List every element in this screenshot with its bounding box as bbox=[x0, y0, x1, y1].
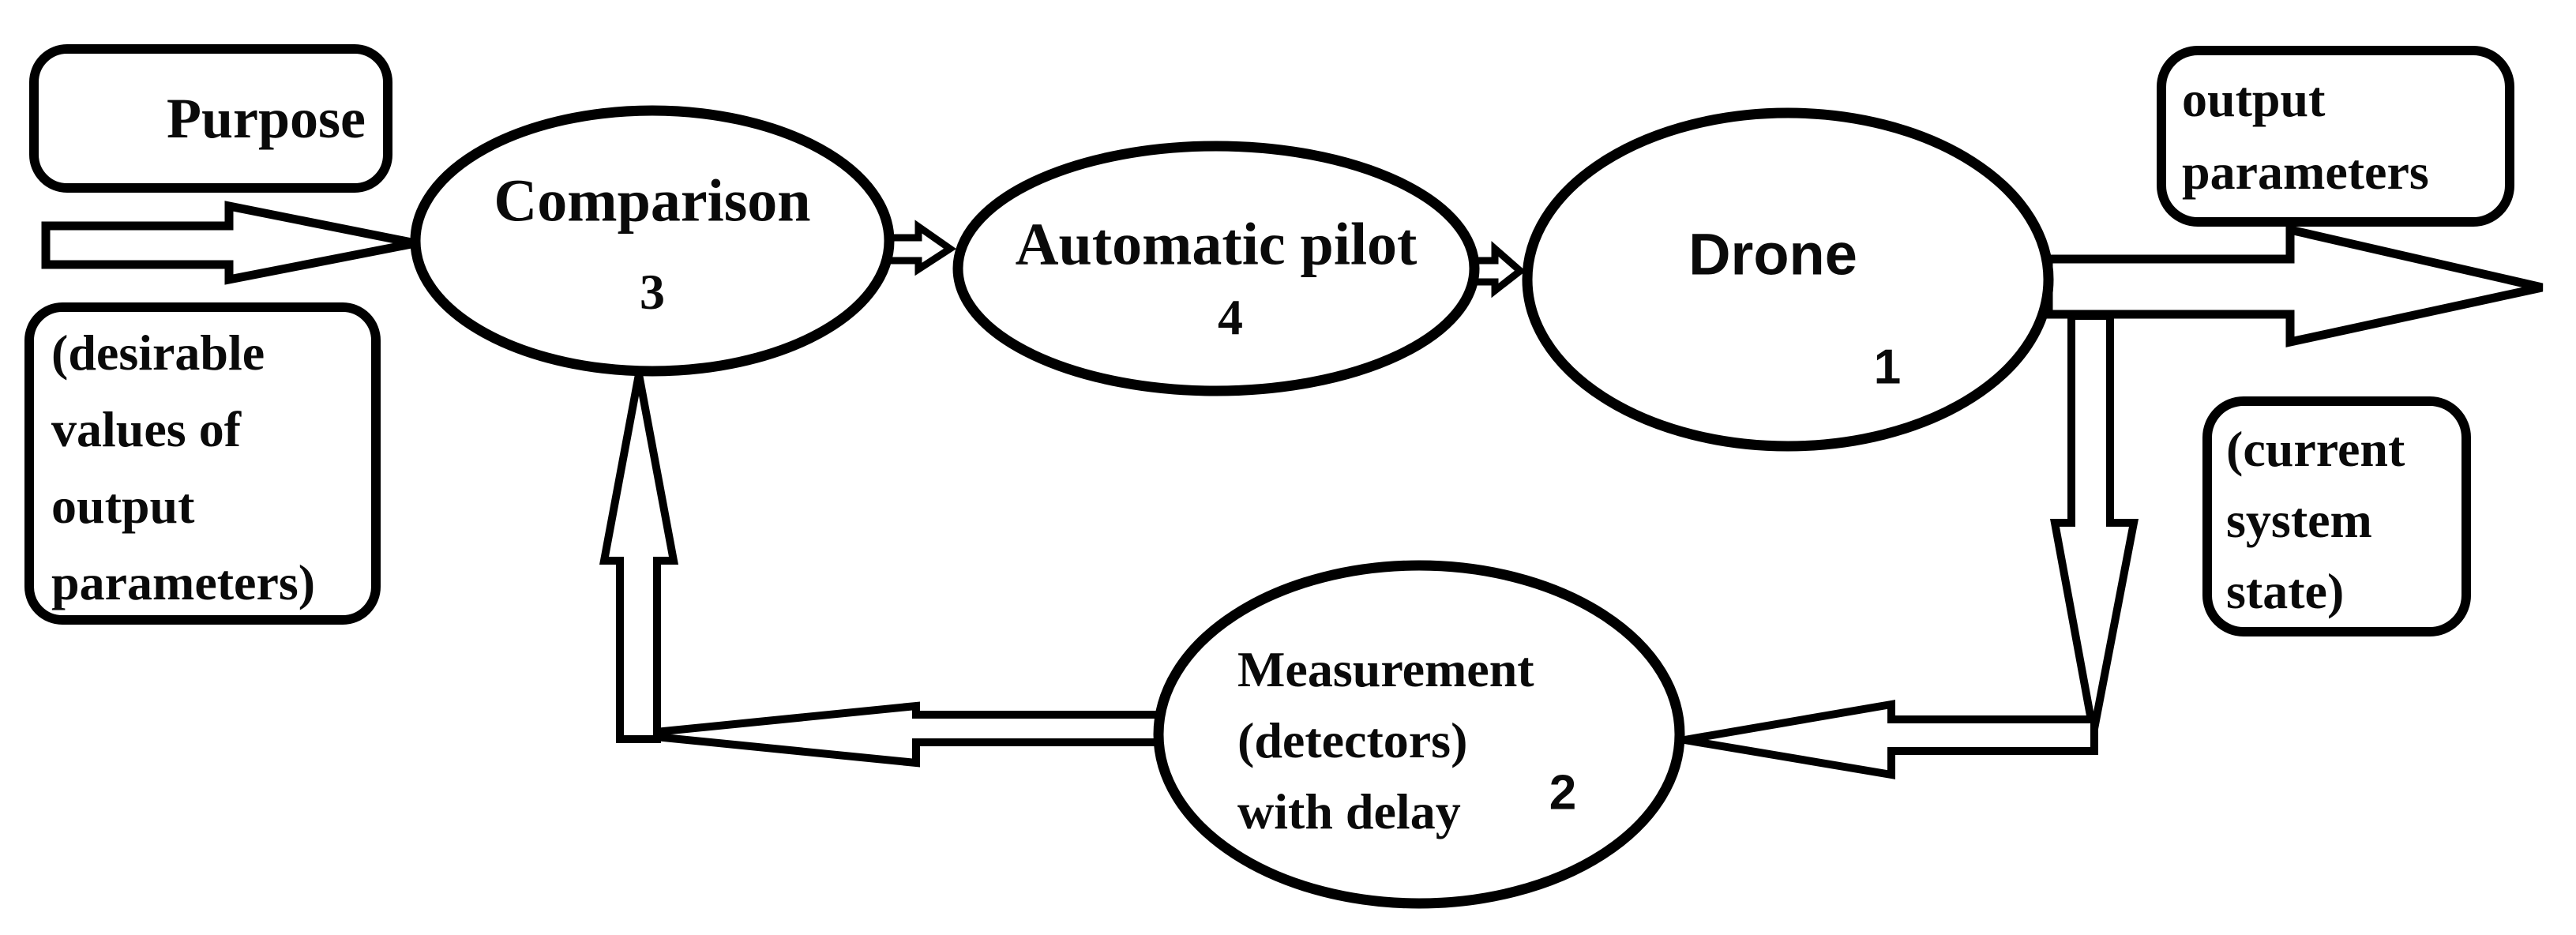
output-parameters-box bbox=[2157, 46, 2514, 227]
desirable-line-3: output bbox=[51, 478, 195, 534]
current-state-line-2: system bbox=[2226, 492, 2372, 548]
arrow-junction-to-measurement bbox=[1684, 700, 2098, 779]
comparison-label: Comparison bbox=[494, 167, 811, 235]
arrow-autopilot-to-drone bbox=[1470, 241, 1526, 299]
measurement-node bbox=[1153, 560, 1685, 909]
desirable-values-label: (desirable values of output parameters) bbox=[51, 314, 315, 621]
measurement-number: 2 bbox=[1549, 765, 1577, 820]
current-state-line-1: (current bbox=[2226, 421, 2405, 477]
measurement-label: Measurement (detectors) with delay bbox=[1237, 634, 1534, 847]
output-parameters-line-2: parameters bbox=[2182, 144, 2429, 200]
arrow-up-to-comparison bbox=[599, 374, 679, 743]
autopilot-node bbox=[952, 141, 1480, 396]
current-system-state-label: (current system state) bbox=[2226, 414, 2405, 627]
purpose-box bbox=[29, 44, 392, 193]
arrow-measurement-to-corner bbox=[631, 701, 1162, 768]
desirable-line-2: values of bbox=[51, 401, 241, 457]
drone-node bbox=[1522, 107, 2054, 452]
arrow-drone-output bbox=[2044, 224, 2544, 347]
desirable-values-box bbox=[24, 302, 381, 625]
arrow-comparison-to-autopilot bbox=[882, 220, 957, 276]
autopilot-label: Automatic pilot bbox=[1015, 211, 1418, 278]
current-system-state-box bbox=[2202, 396, 2471, 636]
drone-label: Drone bbox=[1688, 221, 1857, 287]
comparison-node bbox=[410, 105, 895, 377]
measurement-line-3: with delay bbox=[1237, 783, 1461, 839]
arrow-down-from-output bbox=[2049, 312, 2139, 734]
measurement-line-2: (detectors) bbox=[1237, 712, 1468, 768]
desirable-line-1: (desirable bbox=[51, 325, 265, 381]
comparison-number: 3 bbox=[640, 264, 665, 320]
current-state-line-3: state) bbox=[2226, 563, 2345, 619]
autopilot-number: 4 bbox=[1218, 289, 1243, 345]
arrow-purpose-to-comparison bbox=[41, 201, 417, 285]
output-parameters-label: output parameters bbox=[2182, 63, 2429, 208]
output-parameters-line-1: output bbox=[2182, 71, 2326, 127]
desirable-line-4: parameters) bbox=[51, 554, 316, 610]
measurement-line-1: Measurement bbox=[1237, 641, 1534, 697]
drone-number: 1 bbox=[1873, 340, 1902, 395]
purpose-label: Purpose bbox=[167, 86, 366, 150]
